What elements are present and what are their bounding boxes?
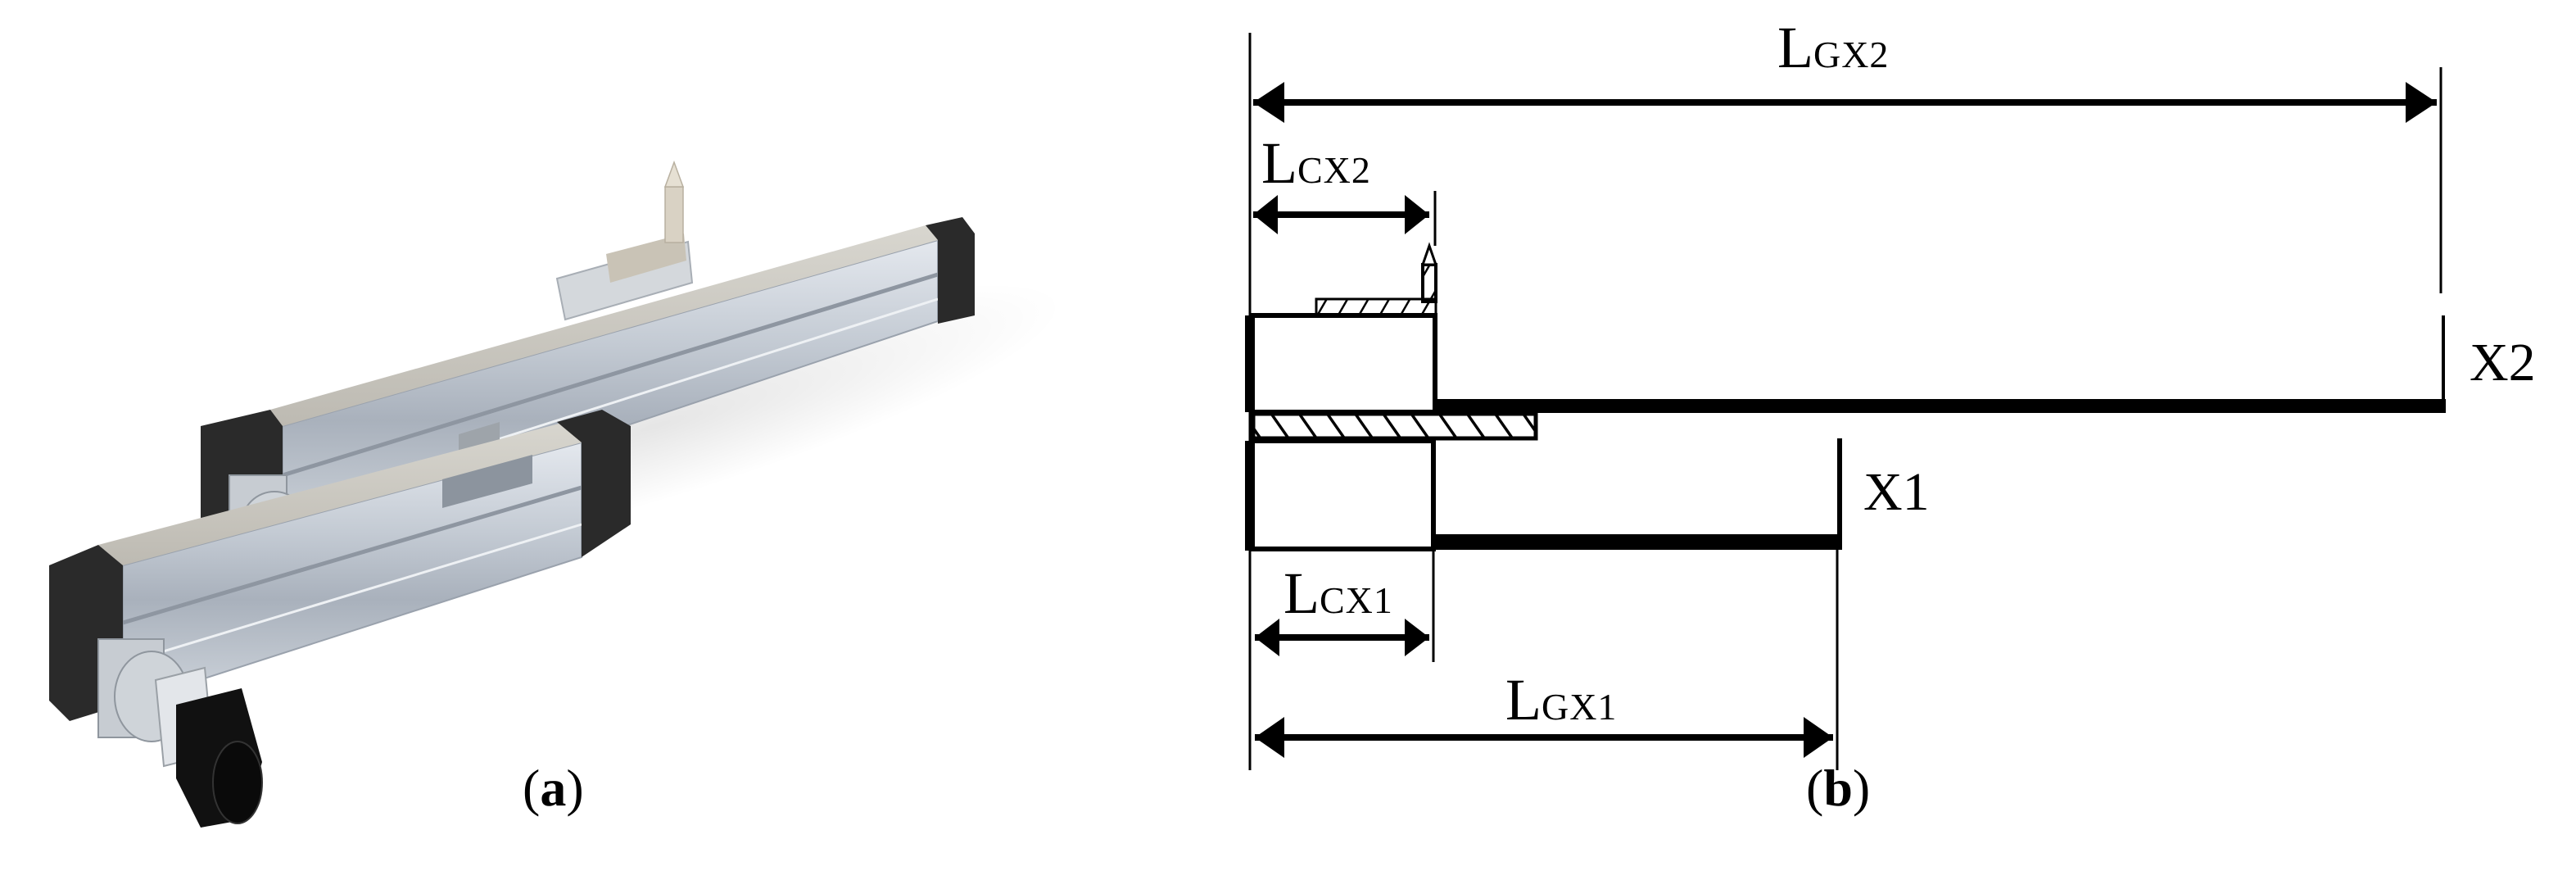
x2-rail [1435,315,2446,413]
x1-carriage [1245,438,1436,551]
label-lcx1-sub: CX1 [1319,579,1393,621]
label-lgx1: LGX1 [1505,670,1617,729]
caption-paren-close: ) [1852,759,1871,817]
label-x2: X2 [2470,333,2536,392]
caption-paren-open: ( [523,759,541,817]
lgx1-dimension-arrow [1255,545,1839,770]
label-lgx2-sub: GX2 [1813,34,1890,75]
label-lcx2-main: L [1261,130,1297,196]
label-lcx2: LCX2 [1261,134,1371,193]
caption-letter: b [1823,759,1853,817]
label-x1: X1 [1863,462,1930,522]
x2-carriage [1245,242,1438,415]
label-lgx1-main: L [1505,667,1542,733]
caption-letter: a [540,759,567,817]
connecting-plate-hatched [1251,411,1538,441]
panel-b-caption: (b) [1806,758,1870,819]
label-lgx2-main: L [1777,15,1813,80]
x1-rail [1433,438,1842,550]
label-lcx2-sub: CX2 [1297,149,1371,191]
caption-paren-close: ) [566,759,584,817]
caption-paren-open: ( [1806,759,1824,817]
lcx1-dimension-arrow [1255,545,1435,662]
panel-a-render: (a) [0,0,1065,880]
lcx2-dimension-arrow [1253,191,1437,246]
x1-actuator [49,410,631,828]
panel-a-caption: (a) [523,758,584,819]
label-lcx1-main: L [1283,560,1320,626]
lgx2-dimension-arrow [1253,67,2442,293]
label-lgx2: LGX2 [1777,18,1889,77]
label-lcx1: LCX1 [1283,564,1393,623]
label-lgx1-sub: GX1 [1541,686,1618,728]
linear-stage-render-illustration [49,160,1063,828]
